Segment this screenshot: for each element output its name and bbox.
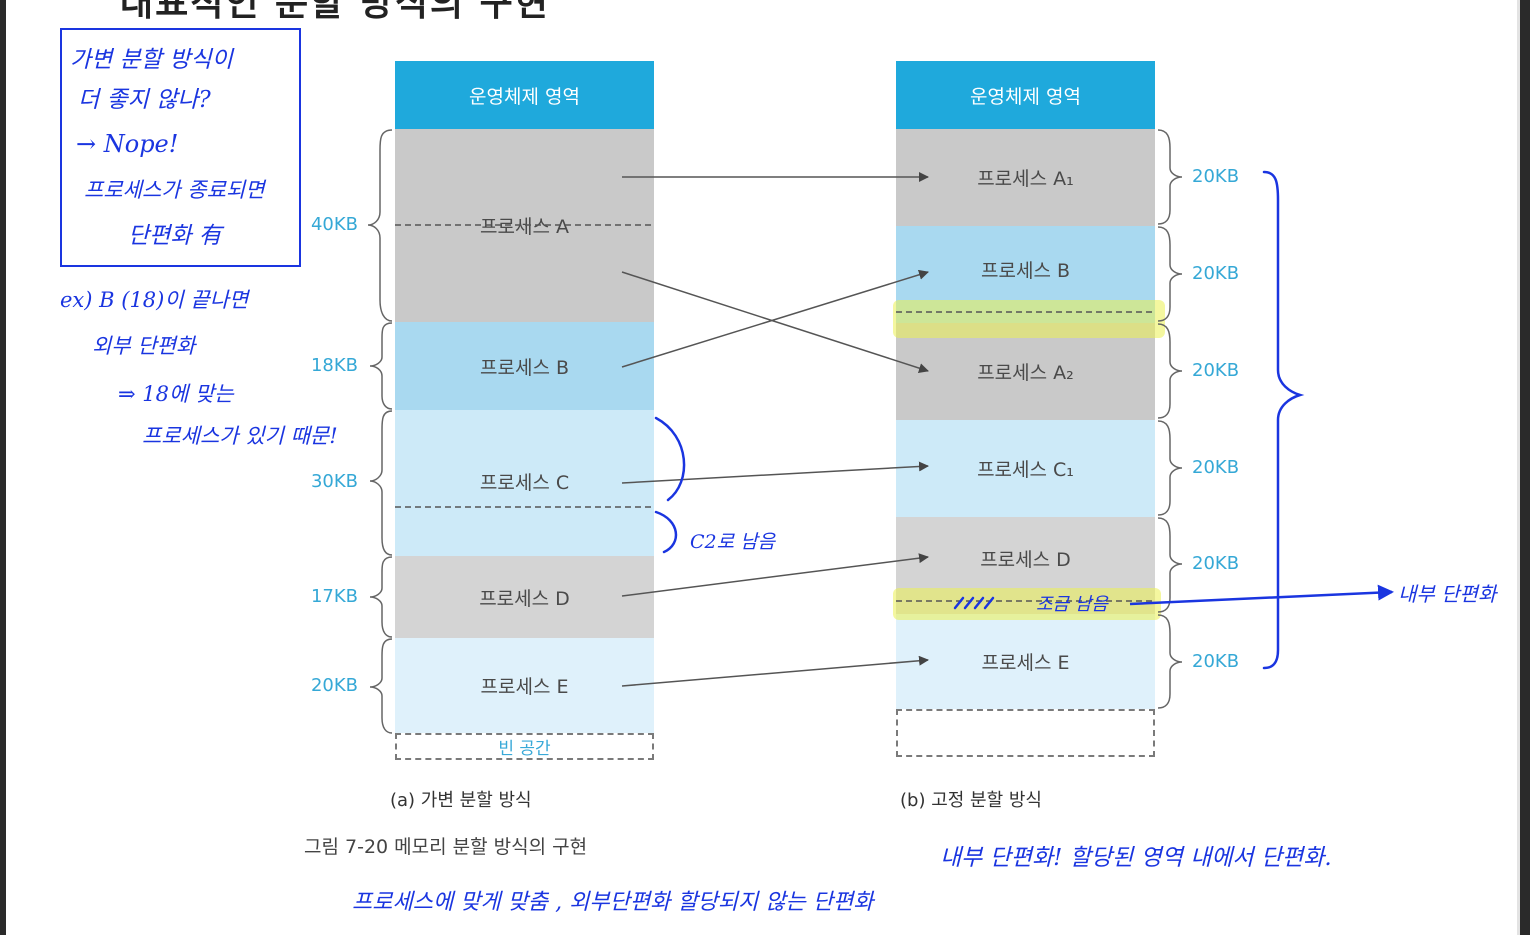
section-title: 대표적인 분할 방식의 구현 bbox=[120, 0, 550, 24]
fixed-block-c1: 프로세스 C₁ bbox=[896, 420, 1155, 517]
variable-caption: (a) 가변 분할 방식 bbox=[390, 790, 532, 811]
window-scroll-track bbox=[1517, 0, 1520, 935]
fixed-block-c1-label: 프로세스 C₁ bbox=[977, 459, 1074, 481]
fixed-block-d-label: 프로세스 D bbox=[980, 549, 1071, 571]
variable-size-d: 17KB bbox=[310, 586, 358, 607]
fixed-block-e-label: 프로세스 E bbox=[981, 652, 1070, 674]
figure-caption: 그림 7-20 메모리 분할 방식의 구현 bbox=[304, 836, 588, 858]
variable-block-b-label: 프로세스 B bbox=[480, 356, 569, 379]
fixed-block-e: 프로세스 E bbox=[896, 614, 1155, 709]
example-line-1: ex) B (18)이 끝나면 bbox=[60, 288, 249, 312]
example-line-2: 외부 단편화 bbox=[92, 334, 196, 358]
handwritten-note-box bbox=[60, 28, 301, 267]
variable-block-c-label: 프로세스 C bbox=[479, 472, 570, 494]
fixed-size-a1: 20KB bbox=[1192, 166, 1240, 187]
variable-block-c: 프로세스 C bbox=[395, 410, 654, 556]
variable-os-area: 운영체제 영역 bbox=[395, 61, 654, 129]
variable-block-d: 프로세스 D bbox=[395, 556, 654, 638]
highlight-fixed-b-leftover bbox=[893, 300, 1165, 338]
fixed-block-b-label: 프로세스 B bbox=[981, 260, 1070, 282]
variable-block-e: 프로세스 E bbox=[395, 638, 654, 733]
note-line-2: 더 좋지 않나? bbox=[78, 87, 211, 113]
small-remainder-note: 조금 남음 bbox=[1036, 594, 1108, 615]
window-right-edge bbox=[1520, 0, 1530, 935]
fixed-size-a2: 20KB bbox=[1192, 360, 1240, 381]
variable-block-e-label: 프로세스 E bbox=[480, 676, 569, 698]
c2-remainder-note: C2로 남음 bbox=[690, 531, 776, 553]
fixed-block-a1: 프로세스 A₁ bbox=[896, 129, 1155, 226]
variable-empty-space: 빈 공간 bbox=[395, 733, 654, 760]
example-line-4: 프로세스가 있기 때문! bbox=[142, 424, 338, 448]
fixed-size-c1: 20KB bbox=[1192, 457, 1240, 478]
window-left-edge bbox=[0, 0, 6, 935]
internal-fragmentation-definition: 내부 단편화! 할당된 영역 내에서 단편화. bbox=[940, 845, 1332, 871]
note-line-4: 프로세스가 종료되면 bbox=[84, 178, 265, 202]
fixed-size-e: 20KB bbox=[1192, 651, 1240, 672]
fixed-empty-space bbox=[896, 709, 1155, 757]
note-line-1: 가변 분할 방식이 bbox=[70, 47, 233, 73]
highlight-fixed-d-leftover bbox=[893, 588, 1161, 620]
variable-block-a-label: 프로세스 A bbox=[480, 216, 569, 238]
variable-block-d-label: 프로세스 D bbox=[479, 587, 570, 610]
note-line-5: 단편화 有 bbox=[128, 223, 222, 249]
example-line-3: ⇒ 18에 맞는 bbox=[118, 382, 234, 406]
bottom-note: 프로세스에 맞게 맞춤 , 외부단편화 할당되지 않는 단편화 bbox=[352, 890, 874, 915]
fixed-block-a2-label: 프로세스 A₂ bbox=[977, 362, 1074, 384]
fixed-os-area: 운영체제 영역 bbox=[896, 61, 1155, 129]
note-line-3: → Nope! bbox=[76, 130, 179, 158]
variable-size-e: 20KB bbox=[310, 675, 358, 696]
variable-size-c: 30KB bbox=[310, 471, 358, 492]
variable-size-a: 40KB bbox=[310, 214, 358, 235]
fixed-block-a1-label: 프로세스 A₁ bbox=[977, 168, 1074, 190]
fixed-block-a2: 프로세스 A₂ bbox=[896, 323, 1155, 420]
internal-fragmentation-label: 내부 단편화 bbox=[1398, 582, 1497, 606]
fixed-size-b: 20KB bbox=[1192, 263, 1240, 284]
variable-block-b: 프로세스 B bbox=[395, 322, 654, 410]
fixed-size-d: 20KB bbox=[1192, 553, 1240, 574]
variable-size-b: 18KB bbox=[310, 355, 358, 376]
fixed-caption: (b) 고정 분할 방식 bbox=[900, 790, 1042, 811]
